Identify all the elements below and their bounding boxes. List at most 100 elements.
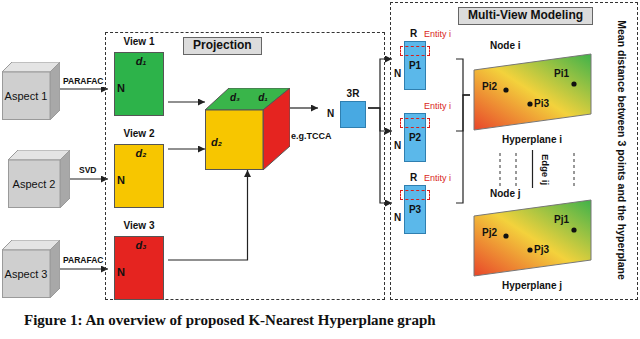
cube-side	[50, 62, 60, 120]
cube-front	[3, 72, 51, 120]
connector	[60, 88, 108, 89]
edge-label: PARAFAC	[62, 77, 104, 87]
point-dot	[571, 227, 576, 232]
point-link	[500, 153, 501, 186]
node-text: R	[410, 28, 417, 40]
node-text: Node i	[490, 40, 521, 52]
node-text: d₁	[258, 92, 268, 104]
entity-row	[400, 46, 430, 56]
node-text: N	[394, 212, 401, 224]
point-link	[574, 153, 575, 186]
connector	[70, 178, 108, 179]
hyperplane	[470, 188, 595, 296]
plane-node: Node j Pj2 Pj1Pj3Hyperplane j	[470, 188, 595, 296]
node-text: View 3	[124, 220, 155, 232]
point-dot	[527, 247, 532, 252]
node-text: P1	[409, 60, 421, 72]
point-dot	[503, 87, 508, 92]
point-dot	[571, 81, 576, 86]
point-dot	[527, 101, 532, 106]
view-node: View 1 d₁ N	[108, 36, 168, 116]
node-text: d₂	[136, 147, 147, 160]
hyperplane-shape	[474, 54, 591, 130]
cube-side	[60, 150, 70, 208]
point-link	[516, 153, 517, 186]
view-node: View 3 d₃ N	[108, 220, 168, 300]
node-text: Multi-View Modeling	[458, 7, 593, 25]
bar3r-node: 3R N	[318, 88, 368, 128]
node-text: Aspect 3	[5, 268, 48, 281]
node-text: Aspect 1	[5, 90, 48, 103]
node-text: N	[117, 174, 125, 187]
node-text: Hyperplane j	[502, 280, 562, 292]
node-text: R	[410, 172, 417, 184]
node-text: Pi2	[482, 81, 497, 93]
node-text: N	[117, 82, 125, 95]
cube-top	[8, 150, 70, 160]
p-node: R Entity i N P3	[392, 172, 456, 234]
node-text: Pj2	[482, 227, 497, 239]
edge-label: e.g.TCCA	[290, 131, 333, 141]
connector	[368, 59, 392, 108]
node-text: Entity i	[424, 101, 451, 111]
cube-front	[9, 160, 61, 208]
connector	[168, 170, 248, 260]
node-text: d₁	[136, 55, 147, 68]
node-text: d₂	[211, 136, 222, 149]
node-text: P3	[409, 204, 421, 216]
p-node: R Entity i N P1	[392, 28, 456, 90]
edge-label: PARAFAC	[62, 256, 104, 266]
connector	[532, 150, 533, 188]
annotation-label: Mean distance between 3 points and the h…	[616, 20, 628, 280]
node-text: View 2	[124, 128, 155, 140]
node-text: Node j	[490, 188, 521, 200]
matrix-bar	[340, 101, 366, 128]
hyperplane-shape	[474, 200, 591, 276]
group-region: Multi-View ModelingREntity iNP1Entity iN…	[390, 2, 638, 300]
node-text: Pi3	[534, 98, 549, 110]
aspect-node: Aspect 3	[2, 240, 60, 298]
p-node: Entity i N P2	[392, 100, 456, 162]
node-text: N	[327, 108, 334, 120]
node-text: N	[117, 266, 125, 279]
edge-label: Edge ij	[540, 152, 551, 185]
aspect-node: Aspect 1	[2, 62, 60, 120]
node-text: N	[394, 140, 401, 152]
connector	[368, 108, 392, 203]
node-text: Aspect 2	[13, 178, 56, 191]
group-region: ProjectionView 1d₁NView 2d₂NView 3d₃Nd₃d…	[105, 32, 385, 300]
entity-row	[400, 190, 430, 200]
node-text: Projection	[183, 37, 262, 55]
tensor-cube	[205, 88, 290, 170]
node-text: Pi1	[554, 68, 569, 80]
node-text: Pj3	[534, 244, 549, 256]
node-text: 3R	[347, 88, 360, 100]
cube-side	[50, 240, 60, 298]
node-text: Hyperplane i	[502, 134, 562, 146]
node-text: Entity i	[424, 29, 451, 39]
node-text: P2	[409, 132, 421, 144]
connector	[456, 95, 470, 203]
aspect-node: Aspect 2	[8, 150, 70, 208]
plane-node: Node i Pi2 Pi1Pi3Hyperplane i	[470, 40, 595, 150]
tensor-node: d₃ d₁ d₂	[205, 88, 290, 170]
connector	[290, 107, 318, 108]
figure-caption: Figure 1: An overview of proposed K-Near…	[24, 312, 436, 329]
entity-row	[400, 118, 430, 128]
node-text: Pj1	[554, 214, 569, 226]
connector	[168, 101, 205, 102]
view-node: View 2 d₂ N	[108, 128, 168, 208]
edge-label: SVD	[78, 166, 97, 176]
node-text: d₃	[230, 92, 240, 104]
connector	[60, 268, 108, 269]
connector	[168, 148, 205, 149]
node-text: View 1	[124, 36, 155, 48]
connector	[456, 59, 470, 95]
hyperplane	[470, 40, 595, 150]
node-text: N	[394, 68, 401, 80]
cube-front	[3, 250, 51, 298]
point-dot	[503, 233, 508, 238]
tensor-front	[206, 110, 264, 170]
node-text: Entity i	[424, 173, 451, 183]
node-text: d₃	[136, 239, 147, 252]
